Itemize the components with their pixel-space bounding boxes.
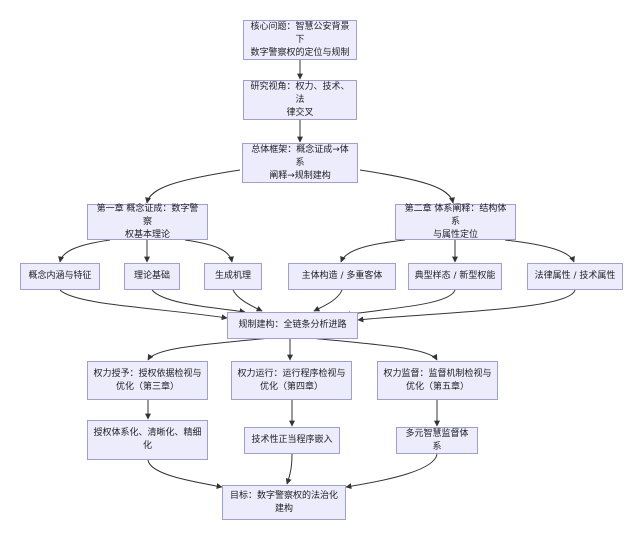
- edge-regulation-grant: [147, 337, 271, 361]
- edge-regulation-supervision: [309, 337, 438, 361]
- node-chapter1: 第一章 概念证成：数字警察 权基本理论: [87, 204, 208, 240]
- node-research-perspective: 研究视角：权力、技术、法 律交叉: [243, 80, 357, 120]
- node-legal-tech-attributes: 法律属性 / 技术属性: [527, 263, 623, 290]
- node-concept-features: 概念内涵与特征: [20, 263, 100, 290]
- edge-grantsub-goal: [147, 459, 223, 489]
- node-core-question: 核心问题：智慧公安背景下 数字警察权的定位与规制: [243, 20, 357, 60]
- edge-framework-chapter1: [145, 169, 241, 204]
- node-regulation-construction: 规制建构：全链条分析进路: [227, 312, 358, 339]
- edge-theory-regulation: [151, 289, 246, 315]
- node-grant-systematization: 授权体系化、清晰化、精细 化: [87, 420, 208, 460]
- edge-operationsub-goal: [285, 453, 293, 485]
- edge-chapter1-generation: [184, 239, 234, 263]
- node-technical-due-process: 技术性正当程序嵌入: [244, 427, 340, 454]
- edge-attributes-regulation: [357, 289, 576, 323]
- node-power-grant: 权力授予：授权依据检视与 优化（第三章）: [87, 361, 208, 400]
- node-multi-supervision: 多元智慧监督体系: [396, 427, 478, 454]
- node-overall-framework: 总体框架：概念证成→体系 阐释→规制建构: [242, 143, 358, 183]
- node-power-supervision: 权力监督：监督机制检视与 优化（第五章）: [377, 361, 498, 400]
- edge-chapter2-subject: [340, 239, 406, 263]
- node-goal: 目标：数字警察权的法治化 建构: [222, 485, 346, 520]
- node-generation-mechanism: 生成机理: [204, 263, 262, 290]
- node-typical-form: 典型样态 / 新型权能: [408, 263, 502, 290]
- edge-supervisionsub-goal: [345, 453, 438, 490]
- edge-chapter1-concept: [58, 239, 111, 263]
- edge-chapter2-attributes: [504, 239, 575, 263]
- node-subject-structure: 主体构造 / 多重客体: [288, 263, 396, 290]
- node-power-operation: 权力运行：运行程序检视与 优化（第四章）: [231, 361, 352, 400]
- edge-subject-regulation: [313, 289, 343, 312]
- edge-generation-regulation: [232, 289, 263, 312]
- node-theory-basis: 理论基础: [124, 263, 180, 290]
- edge-framework-chapter2: [359, 169, 455, 204]
- edge-typical-regulation: [344, 289, 456, 318]
- node-chapter2: 第二章 体系阐释：结构体系 与属性定位: [395, 204, 516, 240]
- edge-concept-regulation: [59, 289, 228, 321]
